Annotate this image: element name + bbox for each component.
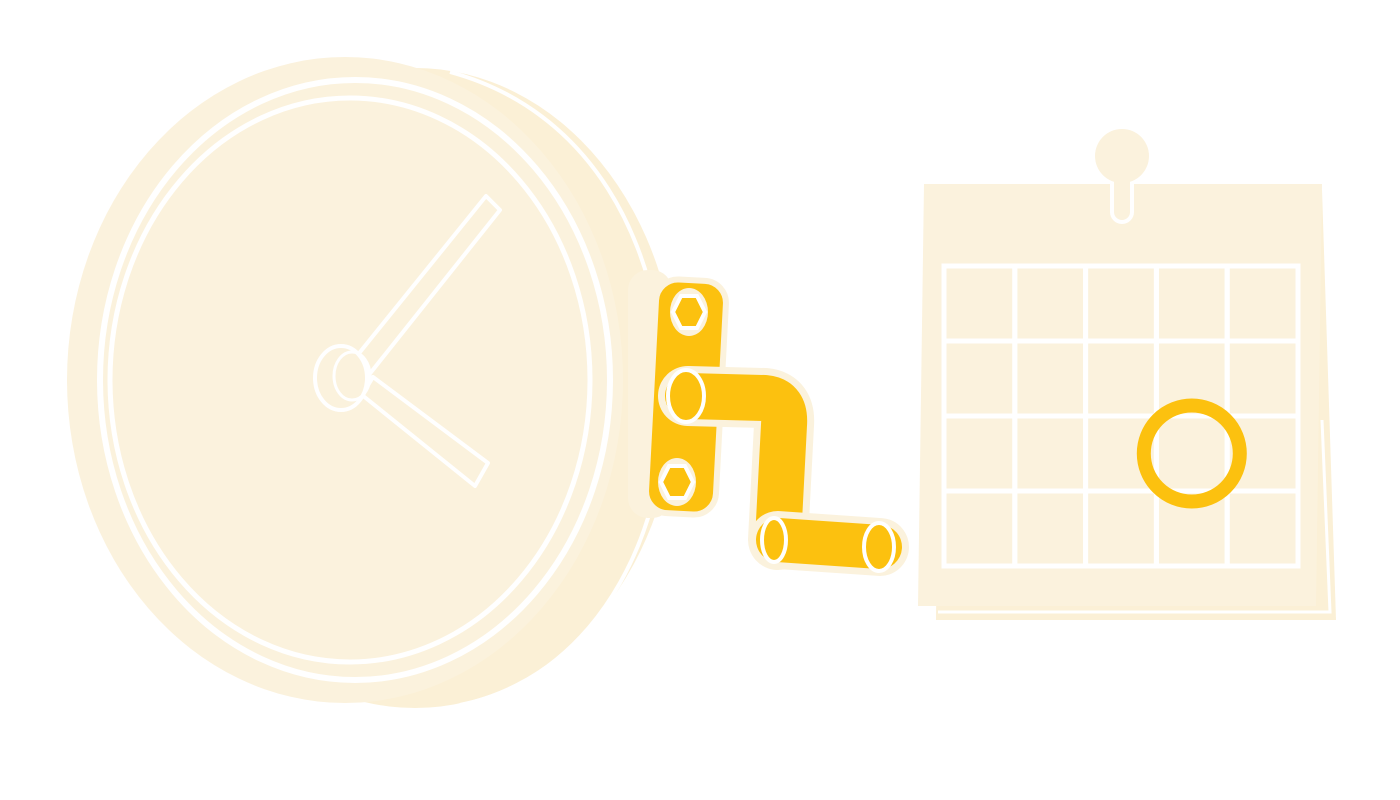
crank-shaft-end bbox=[666, 368, 706, 424]
clock-outer-ring bbox=[97, 77, 613, 683]
circle-marker-icon bbox=[1136, 398, 1247, 509]
crank-bolt-top bbox=[670, 288, 708, 336]
calendar-front-page bbox=[918, 184, 1322, 606]
clock-icon bbox=[67, 57, 677, 708]
crank-bolt-bottom bbox=[658, 458, 696, 506]
crank-handle-icon bbox=[628, 270, 909, 576]
push-pin-head bbox=[1095, 129, 1149, 183]
clock-center-pivot-cap bbox=[332, 350, 372, 402]
crank-grip-joint bbox=[760, 516, 788, 564]
clock-face bbox=[107, 95, 593, 665]
calendar-day-cell bbox=[1224, 488, 1301, 569]
clock-center-pivot bbox=[313, 344, 369, 412]
crank-arm bbox=[665, 373, 808, 563]
calendar-page-edge bbox=[938, 419, 1332, 614]
push-pin-icon bbox=[1095, 129, 1149, 224]
calendar-grid bbox=[941, 263, 1301, 569]
crank-grip-cap bbox=[862, 521, 896, 573]
calendar-icon bbox=[918, 129, 1336, 620]
